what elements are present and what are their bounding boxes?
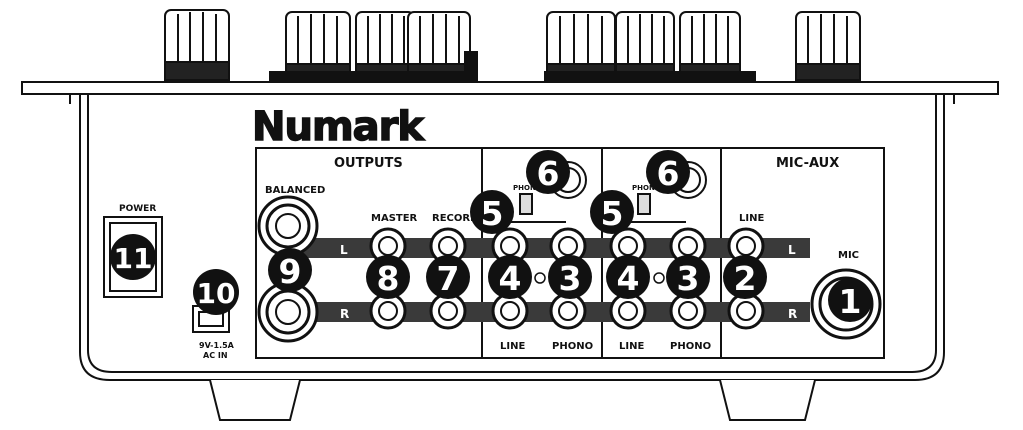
knob-icon: [795, 11, 861, 81]
trs-jack-icon: [257, 281, 319, 343]
ground-post-icon: [534, 272, 546, 284]
callout-3: 3: [666, 255, 710, 299]
callout-9: 9: [268, 248, 312, 292]
balanced-label: BALANCED: [265, 185, 325, 196]
svg-text:6: 6: [537, 154, 560, 193]
svg-text:4: 4: [617, 259, 640, 298]
rca-jack-icon: [549, 227, 587, 265]
ch2-phono-switch-label: PHONO: [632, 184, 661, 192]
mic-aux-left-label: L: [788, 243, 796, 257]
callout-2: 2: [723, 255, 767, 299]
rca-jack-icon: [549, 292, 587, 330]
power-label: POWER: [119, 204, 156, 214]
callouts: 1 2 3 4 3 4 5 5 6 6 7 8 9 10 11: [110, 150, 872, 322]
rca-jack-icon: [369, 227, 407, 265]
chassis: [69, 94, 955, 381]
record-label: RECORD: [432, 213, 478, 224]
callout-1: 1: [828, 278, 872, 322]
rca-jack-icon: [609, 292, 647, 330]
callout-8: 8: [366, 255, 410, 299]
callout-11: 11: [110, 234, 156, 280]
ch2-line-label: LINE: [619, 341, 644, 352]
ac-in-label: AC IN: [203, 351, 228, 360]
feet: [209, 379, 816, 421]
callout-4: 4: [606, 255, 650, 299]
knob-icon: [407, 11, 471, 81]
knob-icon: [679, 11, 741, 81]
phono-line-switch-icon: [519, 193, 533, 215]
mic-aux-right-label: R: [788, 307, 797, 321]
svg-text:3: 3: [677, 259, 700, 298]
callout-7: 7: [426, 255, 470, 299]
ac-rating-label: 9V-1.5A: [199, 341, 235, 350]
ground-post-icon: [653, 272, 665, 284]
phono-line-switch-icon: [637, 193, 651, 215]
svg-text:5: 5: [601, 194, 624, 233]
rca-jack-icon: [491, 227, 529, 265]
rca-jacks: [369, 227, 765, 330]
svg-text:1: 1: [839, 282, 862, 321]
svg-text:4: 4: [499, 259, 522, 298]
rca-jack-icon: [429, 227, 467, 265]
mic-aux-line-label: LINE: [739, 213, 764, 224]
svg-text:9: 9: [279, 252, 302, 291]
knob-icon: [615, 11, 675, 81]
brand-logo: Numark: [252, 104, 425, 150]
rca-jack-icon: [491, 292, 529, 330]
callout-6: 6: [646, 150, 690, 194]
svg-text:11: 11: [114, 242, 153, 275]
callout-3: 3: [548, 255, 592, 299]
callout-6: 6: [526, 150, 570, 194]
rca-jack-icon: [429, 292, 467, 330]
svg-text:7: 7: [437, 259, 460, 298]
knob-icon: [546, 11, 616, 81]
knob-icon: [164, 9, 230, 81]
ch2-phono-label: PHONO: [670, 341, 711, 352]
knob-icon: [355, 11, 415, 81]
ch1-phono-switch-label: PHONO: [513, 184, 542, 192]
trs-jack-icon: [257, 195, 319, 257]
ch1-phono-label: PHONO: [552, 341, 593, 352]
left-label: L: [340, 243, 348, 257]
svg-text:3: 3: [559, 259, 582, 298]
rca-jack-icon: [369, 292, 407, 330]
callout-5: 5: [590, 190, 634, 234]
svg-text:2: 2: [734, 259, 757, 298]
mic-label: MIC: [838, 250, 859, 261]
top-plate: [21, 81, 999, 95]
callout-10: 10: [193, 269, 239, 315]
ac-in-jack-icon: [192, 305, 230, 333]
master-label: MASTER: [371, 213, 418, 224]
rca-jack-icon: [727, 227, 765, 265]
svg-text:8: 8: [377, 259, 400, 298]
knob-icon: [285, 11, 351, 81]
outputs-label: OUTPUTS: [334, 156, 403, 171]
right-label: R: [340, 307, 349, 321]
top-knobs: [164, 9, 861, 83]
ch1-line-label: LINE: [500, 341, 525, 352]
rca-jack-icon: [669, 292, 707, 330]
svg-text:10: 10: [197, 277, 236, 310]
svg-text:6: 6: [657, 154, 680, 193]
callout-4: 4: [488, 255, 532, 299]
callout-5: 5: [470, 190, 514, 234]
svg-text:5: 5: [481, 194, 504, 233]
rca-jack-icon: [727, 292, 765, 330]
mic-aux-label: MIC-AUX: [776, 156, 839, 171]
